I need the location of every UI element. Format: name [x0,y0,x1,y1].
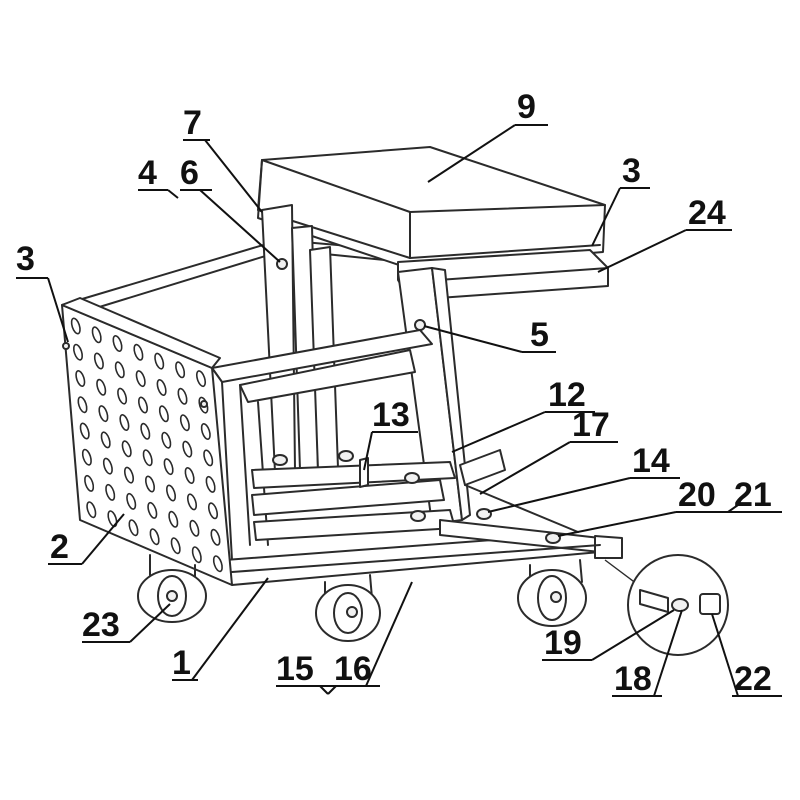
panel-hole [75,370,86,387]
callout-3-right: 3 [622,152,641,190]
panel-hole [140,422,151,440]
panel-hole [81,448,92,466]
callout-9: 9 [517,88,536,126]
panel-hole [207,502,219,520]
panel-hole [182,440,193,458]
panel-hole [161,431,172,449]
panel-hole [105,483,116,501]
panel-hole [114,361,125,379]
callout-13: 13 [372,396,410,434]
panel-hole [112,335,123,352]
panel-hole [191,546,202,564]
callout-1: 1 [172,644,191,682]
callout-20: 22 [734,660,772,698]
panel-hole [168,510,179,528]
callout-23: 23 [82,606,120,644]
caster-rear-right [517,559,587,627]
callout-7: 7 [183,104,202,142]
leader-lines [16,124,782,697]
panel-hole [195,370,207,388]
panel-hole [177,387,188,405]
callout-4: 4 [138,154,157,192]
panel-hole [93,352,104,370]
callout-14: 14 [632,442,670,480]
panel-hole [158,405,169,423]
panel-hole [149,528,160,546]
detail-view-circle [604,554,729,656]
panel-hole [102,457,113,475]
callout-3-left: 3 [16,240,35,278]
callout-2: 2 [50,528,69,566]
bottom-frame [224,519,623,586]
callout-6: 6 [180,154,199,192]
panel-hole [179,414,190,432]
panel-hole [184,467,195,484]
panel-hole [147,501,158,519]
callout-5: 5 [530,316,549,354]
panel-hole [175,361,186,379]
panel-hole [200,423,211,440]
callout-12: 12 [548,376,586,414]
panel-hole [117,387,128,405]
callout-18: 18 [614,660,652,698]
seat-cushion [257,146,606,269]
panel-hole [84,474,95,492]
callout-19: 19 [544,624,582,662]
panel-hole [123,466,135,484]
panel-hole [137,396,149,414]
panel-hole [154,352,165,370]
panel-hole [72,343,84,361]
panel-hole [205,475,216,493]
panel-hole [189,519,200,537]
panel-hole [119,414,130,431]
panel-hole [98,405,109,423]
panel-holes [70,317,223,573]
bolts [62,258,561,544]
panel-hole [100,431,111,449]
panel-hole [126,492,137,510]
panel-hole [77,396,88,414]
callout-17: 17 [572,406,610,444]
panel-hole [133,343,144,361]
panel-hole [156,379,167,396]
callout-21: 20 [678,476,716,514]
panel-hole [128,519,139,537]
panel-hole [121,440,132,458]
callout-labels: 3 4 6 7 9 3 24 5 13 12 17 14 20 21 2 23 … [16,88,772,698]
callout-22: 21 [734,476,772,514]
panel-hole [70,317,81,335]
panel-hole [163,458,174,476]
panel-hole [96,378,107,396]
panel-hole [186,493,198,511]
panel-hole [165,484,177,502]
callout-15: 15 [276,650,314,688]
caster-front-left [137,554,207,623]
panel-hole [79,422,90,440]
panel-hole [135,370,146,388]
panel-hole [212,555,223,573]
caster-front-center [315,574,381,642]
panel-hole [144,475,156,493]
panel-hole [91,326,102,344]
callout-24: 24 [688,194,726,232]
panel-hole [142,449,153,467]
panel-hole [170,537,181,555]
perforated-side-panel [61,297,233,586]
panel-hole [86,501,97,519]
panel-hole [203,449,214,467]
callout-16: 16 [334,650,372,688]
panel-hole [210,528,221,546]
